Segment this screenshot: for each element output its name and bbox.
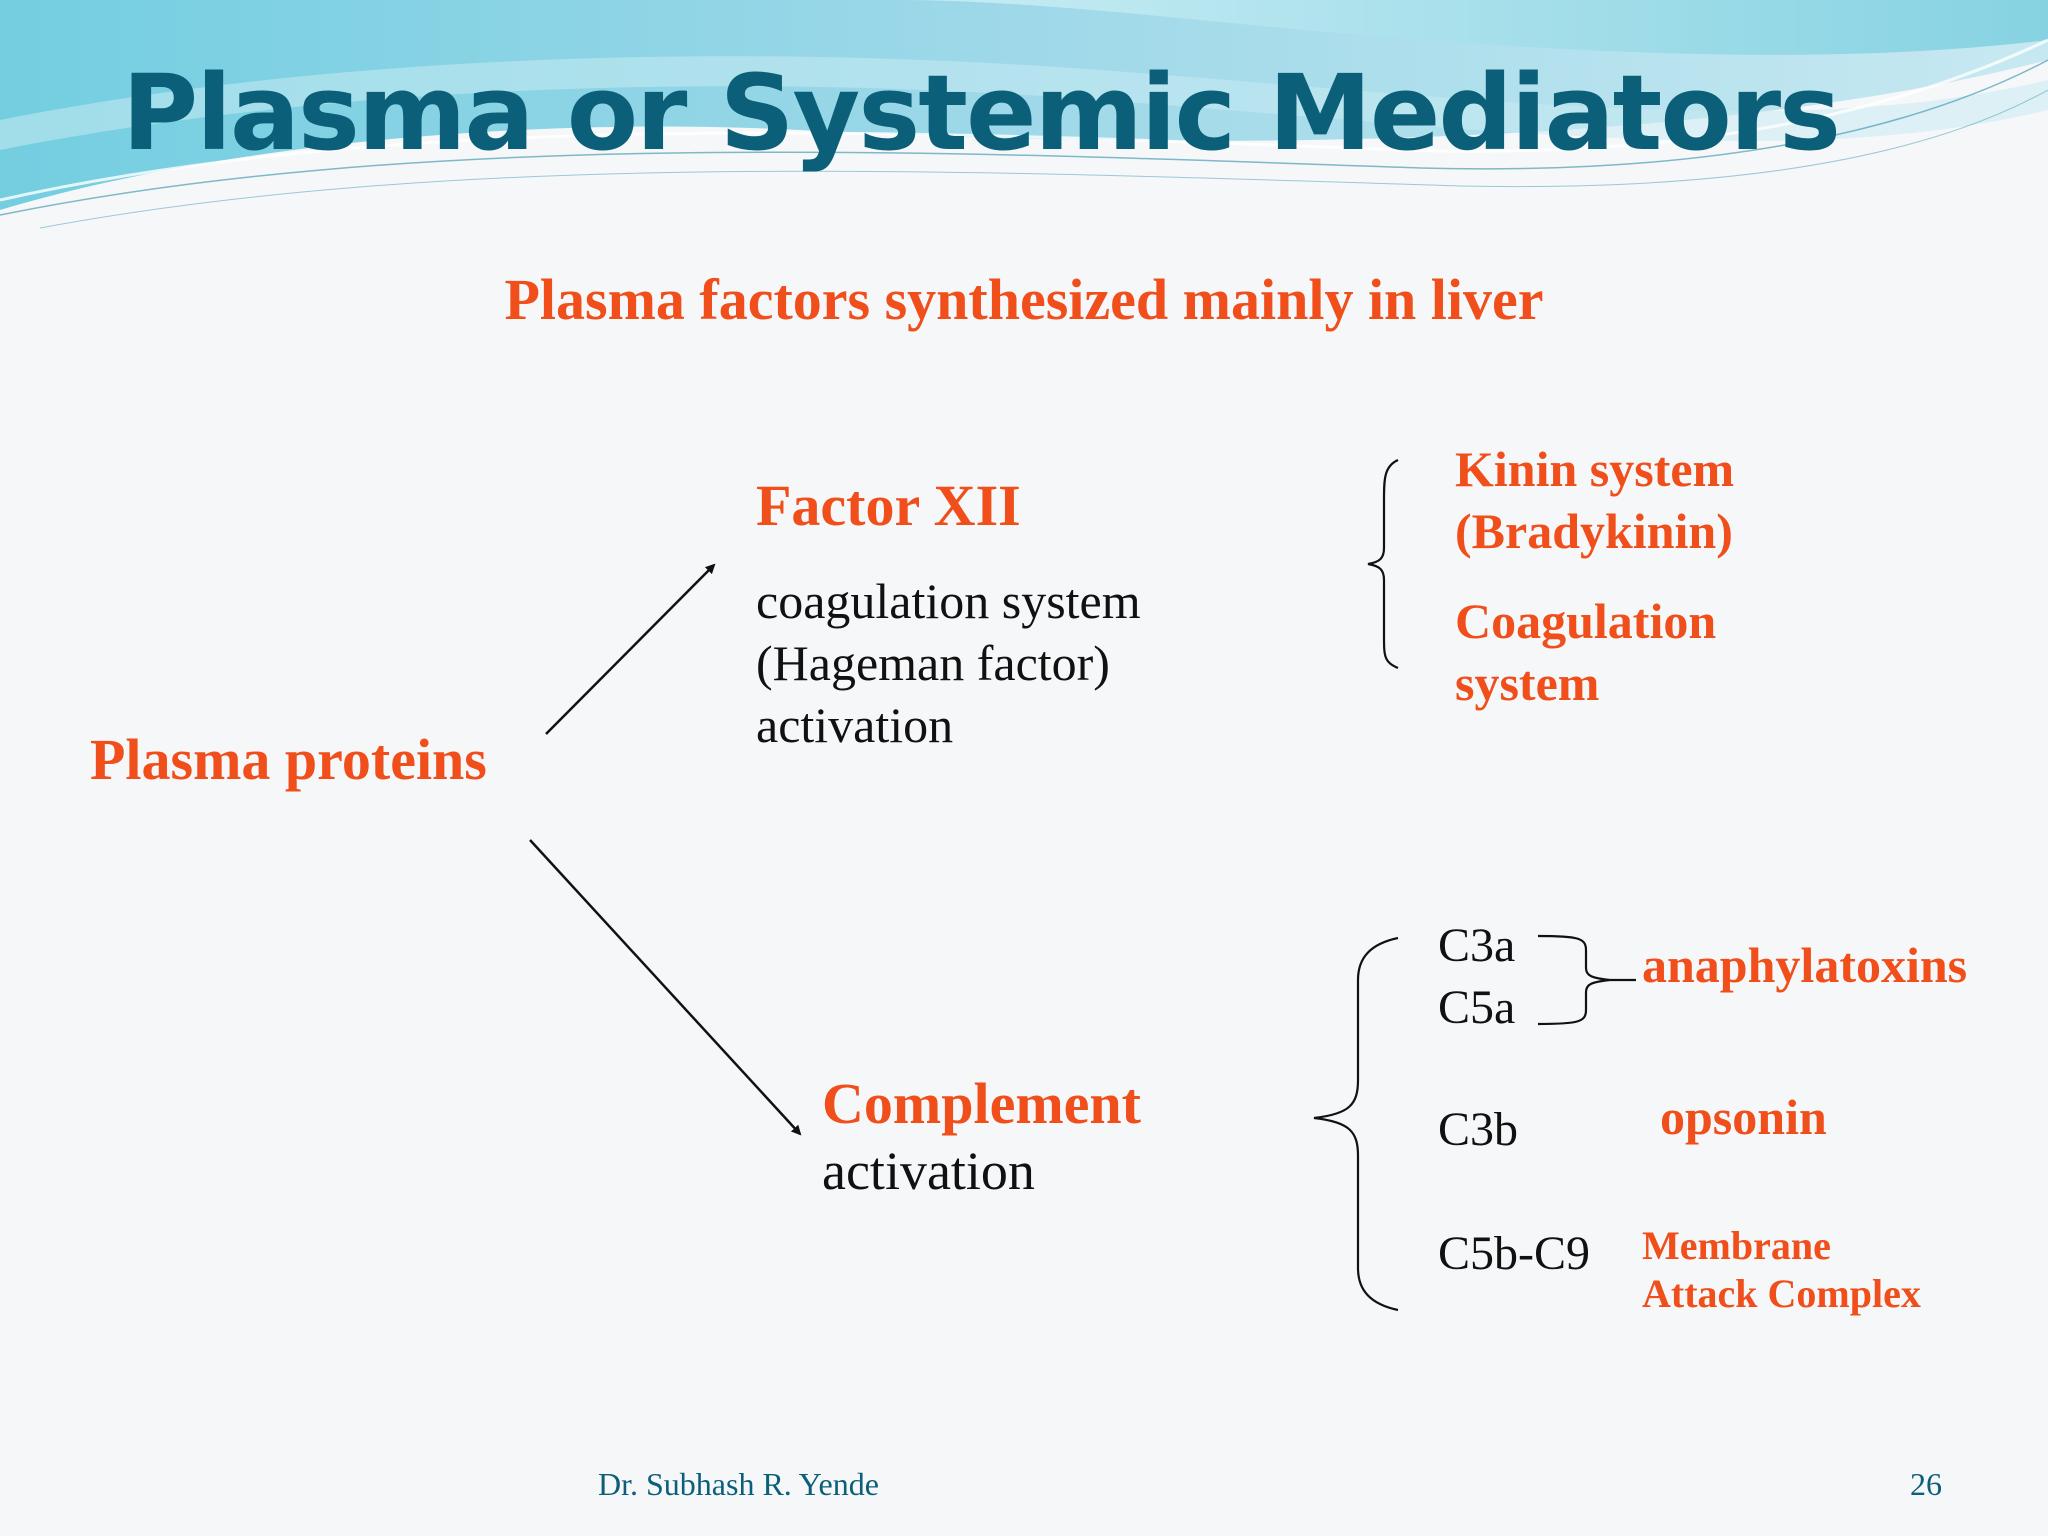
complement-label: Complement <box>822 1071 1141 1136</box>
header-wave-decoration <box>0 0 2048 229</box>
factor-xii-desc-line: coagulation system <box>756 573 1141 629</box>
kinin-line: (Bradykinin) <box>1455 503 1733 559</box>
factor-xii-label: Factor XII <box>756 473 1021 538</box>
c5a-label: C5a <box>1438 981 1516 1034</box>
kinin-system-label: Kinin system (Bradykinin) <box>1455 438 1734 562</box>
factor-xii-description: coagulation system (Hageman factor) acti… <box>756 570 1141 756</box>
page-number: 26 <box>1910 1466 1942 1502</box>
brace-factor-xii-outputs <box>1367 458 1399 670</box>
factor-xii-desc-line: (Hageman factor) <box>756 635 1110 691</box>
slide-subtitle: Plasma factors synthesized mainly in liv… <box>504 267 1544 332</box>
footer-author: Dr. Subhash R. Yende <box>598 1466 879 1502</box>
factor-xii-desc-line: activation <box>756 697 954 753</box>
c5b-c9-label: C5b-C9 <box>1438 1227 1591 1280</box>
kinin-line: Kinin system <box>1455 441 1735 497</box>
coagulation-line: Coagulation <box>1455 593 1717 649</box>
membrane-attack-complex-label: Membrane Attack Complex <box>1642 1222 1921 1318</box>
coagulation-line: system <box>1455 655 1600 711</box>
mac-line: Attack Complex <box>1642 1271 1921 1316</box>
plasma-proteins-label: Plasma proteins <box>90 727 487 792</box>
complement-activation-label: activation <box>822 1141 1035 1201</box>
c3a-label: C3a <box>1438 919 1516 972</box>
arrow-to-factor-xii <box>545 563 716 735</box>
mac-line: Membrane <box>1642 1223 1831 1268</box>
anaphylatoxins-label: anaphylatoxins <box>1642 937 1968 993</box>
brace-anaphylatoxins <box>1537 934 1636 1026</box>
arrow-to-complement <box>529 839 802 1136</box>
brace-complement-products <box>1313 936 1399 1312</box>
opsonin-label: opsonin <box>1660 1089 1827 1145</box>
coagulation-system-label: Coagulation system <box>1455 590 1716 714</box>
slide-title: Plasma or Systemic Mediators <box>122 52 1841 174</box>
c3b-label: C3b <box>1438 1103 1519 1156</box>
